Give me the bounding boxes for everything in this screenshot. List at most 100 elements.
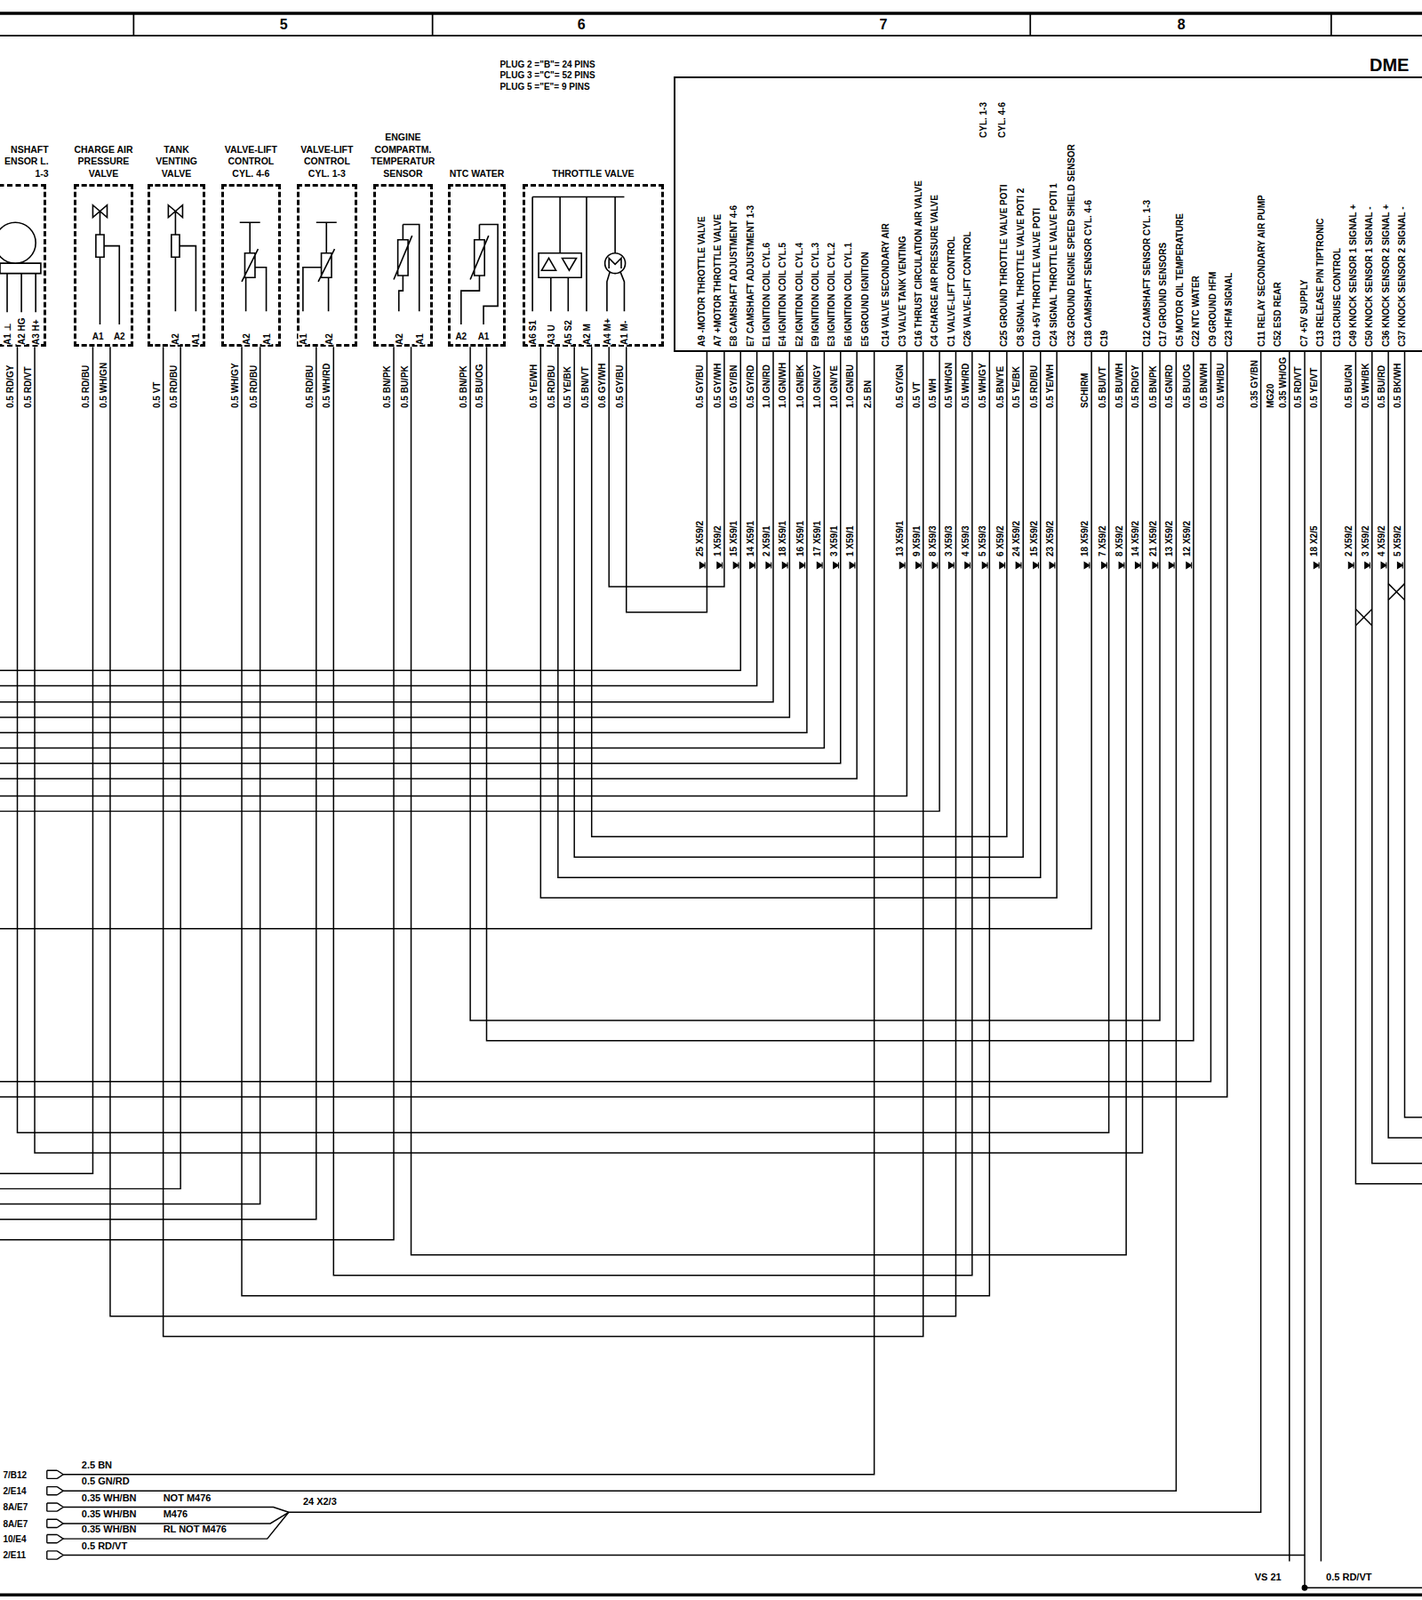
wire-connector [34,346,1143,1153]
wire-color: 0.5 RD/VT [22,366,32,408]
pin-label: A2 [393,333,404,345]
pin-label: A1 ⊥ [2,322,13,345]
wire-color: 0.5 RD/BU [1028,365,1039,408]
pin-name: E7 CAMSHAFT ADJUSTMENT 1-3 [744,205,755,347]
pin-name: C3 VALVE TANK VENTING [896,236,907,347]
connector-pin: 18 X59/2 [1079,519,1090,556]
wire-color: 0.5 GY/WH [711,363,722,409]
pin-label: A5 S2 [563,319,574,345]
component-box: THROTTLE VALVE [522,183,665,348]
pin-label: A1 [297,333,308,345]
connector-pin: 24 X2/3 [303,1497,337,1509]
pin-name: E9 IGNITION COIL CYL.3 [810,242,821,347]
connector-pin: 15 X59/2 [1028,519,1039,556]
wire-color: 0.5 WH/RD [959,363,970,409]
crimp-symbol [1015,562,1022,569]
wire [1355,351,1422,1184]
connector-pin: 4 X59/2 [1376,525,1387,556]
component-box: VALVE-LIFT CONTROL CYL. 1-3 [296,183,358,348]
pin-label: A2 [240,333,251,345]
connector-pin: 13 X59/2 [1164,519,1175,556]
wire-color: 0.5 RD/BU [545,365,556,408]
connector-pin: 5 X59/2 [1392,525,1403,556]
wire [0,346,394,1239]
component-name: CHARGE AIR PRESSURE VALVE [70,143,138,181]
wire-color: 0.5 BU/OG [1181,364,1191,408]
pin-name: C26 VALVE-LIFT CONTROL [962,231,973,348]
terminal-symbol [47,1486,64,1495]
wire-color: 0.5 BU/OG [474,364,485,408]
unit-name: DME [1369,55,1409,75]
crimp-symbol [733,562,739,569]
wire-color: 1.0 GN/GY [812,364,823,408]
wire-color: 0.5 RD/BU [303,365,314,408]
wire-color: 1.0 GN/BU [845,364,855,408]
connector-pin: 18 X2/5 [1309,525,1319,556]
wire-connector [333,346,973,1275]
wire [63,351,1176,1491]
wire-color: 0.5 VT [151,382,161,408]
connector-pin: 23 X59/2 [1045,519,1055,556]
connector-pin: 5 X59/3 [977,525,988,556]
pin-name: C52 ESD REAR [1272,281,1283,347]
wire [470,346,1160,1021]
wire [591,346,1007,837]
wire-color: 0.5 YE/WH [528,364,539,408]
wire-color: 1.0 GN/RD [760,364,771,408]
wire [0,351,758,686]
connector-pin: 3 X59/3 [943,525,954,556]
wire-color: 0.5 GY/BU [695,365,705,408]
wire-color: 0.5 GN/RD [81,1477,130,1488]
component-box: ENGINE COMPARTM. TEMPERATUR SENSOR [373,183,433,348]
wire [0,346,93,1174]
connector-pin: 16 X59/1 [794,519,805,556]
pin-name: C8 SIGNAL THROTTLE VALVE POTI 2 [1014,188,1025,347]
pin-name: C11 RELAY SECONDARY AIR PUMP [1255,194,1266,347]
connector-pin: 8 X59/3 [927,525,938,556]
pin-name: C37 KNOCK SENSOR 2 SIGNAL - [1397,207,1407,348]
column-number: 5 [279,16,288,33]
connector-pin: 8 X59/2 [1114,525,1125,556]
pin-label: A6 S1 [527,319,538,345]
wire-color: 0.5 YE/BK [1011,366,1022,408]
crimp-symbol [717,562,723,569]
wire-color: 0.5 BU/PK [399,365,409,408]
wire-color: 0.5 GY/BU [614,365,624,408]
component-name: VALVE-LIFT CONTROL CYL. 4-6 [217,143,285,181]
connector-pin: 7 X59/2 [1096,525,1107,556]
wire [63,351,874,1475]
pin-name: E1 IGNITION COIL CYL.6 [760,242,771,347]
pin-name: A9 -MOTOR THROTTLE VALVE [695,216,706,348]
crimp-symbol [782,562,788,569]
wire-reference: VS 21 [1254,1573,1282,1584]
wire-color: 0.5 GY/BN [728,365,739,408]
crimp-symbol [1118,562,1125,569]
wire [0,351,807,733]
component-box: VALVE-LIFT CONTROL CYL. 4-6 [221,183,281,348]
crimp-symbol [849,562,855,569]
component-name: THROTTLE VALVE [519,167,669,181]
pin-label: A1 M- [619,320,630,345]
wire [0,351,741,671]
wire-color: 0.5 RD/BU [80,365,91,408]
terminal-symbol [47,1469,64,1478]
crimp-symbol [999,562,1006,569]
wire-color: 0.6 GY/WH [597,363,608,409]
pin-name: A7 +MOTOR THROTTLE VALVE [711,214,722,347]
wire-connector [241,346,990,1295]
pin-label: A2 [113,330,126,341]
wire-color: 0.5 WH/GY [229,363,240,409]
pin-label: A1 [92,330,104,341]
component-name: ENGINE COMPARTM. TEMPERATUR SENSOR [369,131,437,181]
pin-name: E5 GROUND IGNITION [860,252,871,348]
wire [626,346,708,612]
wire-note: NOT M476 [163,1493,212,1504]
pin-name: C18 CAMSHAFT SENSOR CYL. 4-6 [1082,199,1093,347]
plug-note: PLUG 3 ="C"= 52 PINS [499,70,595,80]
wire-color: 0.5 WH [927,378,938,408]
column-number: 7 [879,16,888,33]
crimp-symbol [750,562,756,569]
connector-pin: 21 X59/2 [1147,519,1158,556]
frame-line [0,34,1422,37]
